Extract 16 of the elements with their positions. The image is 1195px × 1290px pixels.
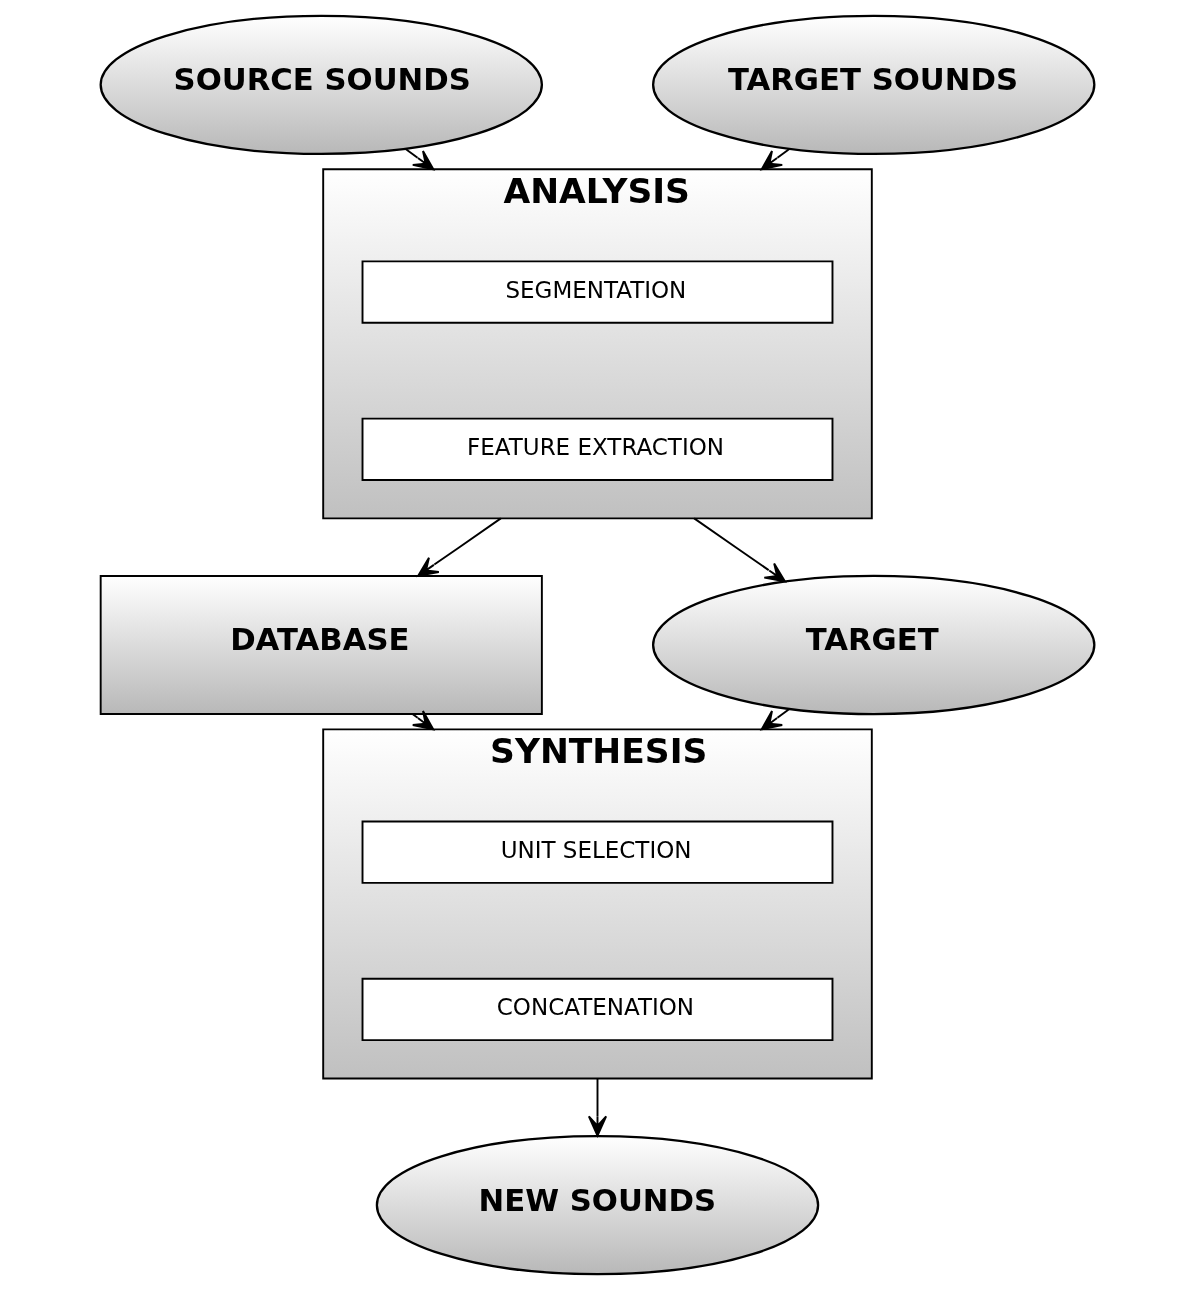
arrow <box>587 1077 608 1137</box>
arrow <box>404 147 435 171</box>
node-box: FEATURE EXTRACTION <box>361 417 834 481</box>
node-box: UNIT SELECTION <box>361 820 834 884</box>
node-box: DATABASE <box>99 575 543 715</box>
node-ellipse: TARGET SOUNDS <box>652 14 1096 156</box>
node-box: SEGMENTATION <box>361 260 834 324</box>
arrow <box>417 517 502 577</box>
node-box: CONCATENATION <box>361 977 834 1042</box>
arrow <box>411 710 435 731</box>
arrow <box>693 517 786 583</box>
arrow <box>760 147 791 171</box>
node-ellipse: TARGET <box>652 574 1096 716</box>
node-ellipse: SOURCE SOUNDS <box>99 14 543 156</box>
arrow <box>760 708 791 731</box>
node-ellipse: NEW SOUNDS <box>375 1134 820 1276</box>
